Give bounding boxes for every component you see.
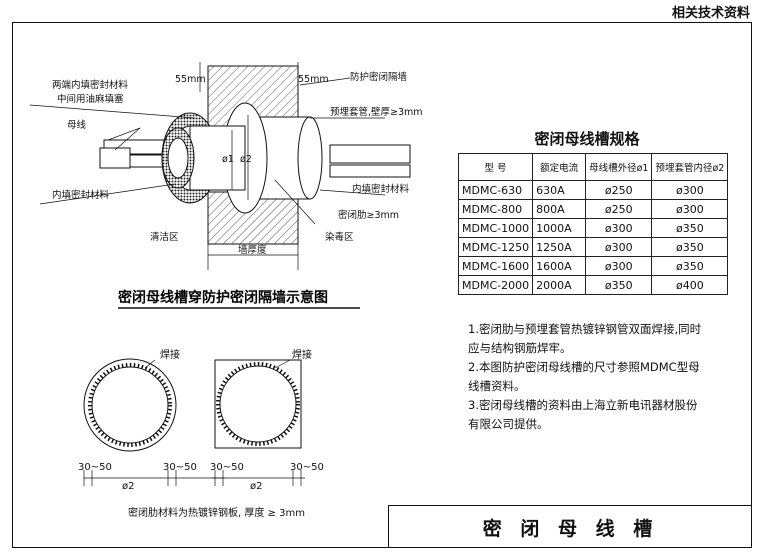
rib-detail-square <box>214 359 302 449</box>
cell-d2: ø350 <box>651 237 729 257</box>
col-model: 型 号 <box>457 153 534 181</box>
cell-d1: ø250 <box>585 199 653 219</box>
cell-d1: ø300 <box>585 218 653 238</box>
cell-model: MDMC-1000 <box>457 218 534 238</box>
label-wall: 防护密闭隔墙 <box>350 71 408 83</box>
note-2: 2.本图防护密闭母线槽的尺寸参照MDMC型母线槽资料。 <box>468 360 700 393</box>
label-inner-fill-right: 内填密封材料 <box>352 183 410 195</box>
dim-55mm-left: 55mm <box>175 74 206 85</box>
label-busbar: 母线 <box>67 119 87 131</box>
cell-d2: ø300 <box>651 199 729 219</box>
dim-left-2: 30~50 <box>163 462 197 473</box>
label-sleeve: 预埋套管,壁厚≥3mm <box>330 106 423 118</box>
notes: 1.密闭肋与预埋套管热镀锌钢管双面焊接,同时应与结构钢筋焊牢。 2.本图防护密闭… <box>468 320 708 434</box>
label-d1: ø1 <box>222 154 234 165</box>
col-current: 额定电流 <box>532 153 587 181</box>
cell-current: 1000A <box>532 218 587 238</box>
note-3: 3.密闭母线槽的资料由上海立新电讯器材股份有限公司提供。 <box>468 398 698 431</box>
diagram-caption: 密闭母线槽穿防护密闭隔墙示意图 <box>117 289 328 306</box>
label-d2: ø2 <box>240 154 252 165</box>
cell-d1: ø300 <box>585 256 653 276</box>
cell-model: MDMC-1600 <box>457 256 534 276</box>
col-d2: 预埋套管内径ø2 <box>651 153 729 181</box>
note-1: 1.密闭肋与预埋套管热镀锌钢管双面焊接,同时应与结构钢筋焊牢。 <box>468 322 702 355</box>
cell-model: MDMC-2000 <box>457 275 534 295</box>
cell-current: 1250A <box>532 237 587 257</box>
cell-current: 2000A <box>532 275 587 295</box>
label-weld-left: 焊接 <box>160 348 180 361</box>
cell-model: MDMC-800 <box>457 199 534 219</box>
label-weld-right: 焊接 <box>292 348 312 361</box>
rib-detail-round <box>83 358 177 452</box>
col-d1: 母线槽外径ø1 <box>585 153 653 181</box>
cell-d2: ø400 <box>651 275 729 295</box>
cell-d2: ø350 <box>651 256 729 276</box>
cell-d2: ø350 <box>651 218 729 238</box>
label-wall-thickness: 墙厚度 <box>238 244 267 256</box>
label-fill-mid: 中间用油麻填塞 <box>57 93 124 105</box>
cell-d2: ø300 <box>651 180 729 200</box>
dim-d2-right: ø2 <box>250 481 262 492</box>
label-fill-both: 两端内填密封材料 <box>52 79 129 91</box>
label-inner-fill-left: 内填密封材料 <box>52 189 110 201</box>
dim-d2-left: ø2 <box>122 481 134 492</box>
cell-current: 800A <box>532 199 587 219</box>
table-header-row: 型 号 额定电流 母线槽外径ø1 预埋套管内径ø2 <box>457 153 729 181</box>
drawing-frame <box>12 22 752 548</box>
cell-model: MDMC-630 <box>457 180 534 200</box>
busbar-right <box>329 144 411 178</box>
table-title: 密闭母线槽规格 <box>534 130 640 148</box>
cell-d1: ø250 <box>585 180 653 200</box>
label-contam-zone: 染毒区 <box>325 231 354 243</box>
title-block: 密 闭 母 线 槽 <box>388 505 752 548</box>
cell-current: 630A <box>532 180 587 200</box>
detail-caption: 密闭肋材料为热镀锌钢板, 厚度 ≥ 3mm <box>128 506 305 519</box>
cell-d1: ø350 <box>585 275 653 295</box>
cell-d1: ø300 <box>585 237 653 257</box>
label-clean-zone: 清洁区 <box>150 231 179 243</box>
cell-current: 1600A <box>532 256 587 276</box>
label-rib: 密闭肋≥3mm <box>338 209 399 221</box>
dim-left-1: 30~50 <box>78 462 112 473</box>
dim-right-2: 30~50 <box>290 462 324 473</box>
header-label: 相关技术资料 <box>671 6 750 21</box>
dim-55mm-right: 55mm <box>298 74 329 85</box>
dim-right-1: 30~50 <box>210 462 244 473</box>
cell-model: MDMC-1250 <box>457 237 534 257</box>
